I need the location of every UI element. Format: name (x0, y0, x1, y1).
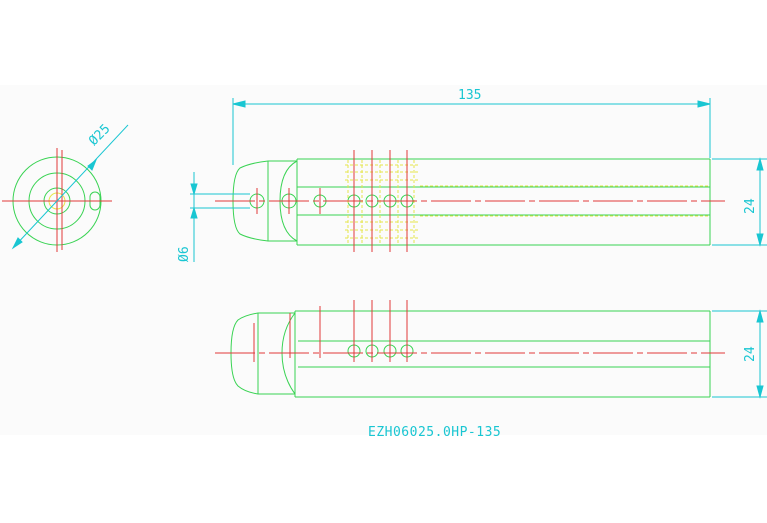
bottom-height-dimension (712, 309, 767, 399)
bottom-view-centerlines (215, 300, 725, 362)
top-height-label: 24 (743, 198, 758, 214)
drawing-area (0, 85, 767, 435)
top-view-hidden-threads (345, 160, 710, 244)
part-number-title: EZH06025.0HP-135 (368, 425, 501, 440)
hole-dimension (190, 172, 250, 262)
diameter-leader (11, 124, 129, 250)
top-height-dimension (712, 157, 767, 247)
top-view-centerlines (215, 150, 725, 252)
hole-diameter-label: Ø6 (177, 246, 192, 262)
bottom-height-label: 24 (743, 346, 758, 362)
bottom-view (230, 310, 711, 398)
length-label: 135 (458, 88, 481, 103)
length-dimension (232, 98, 711, 165)
